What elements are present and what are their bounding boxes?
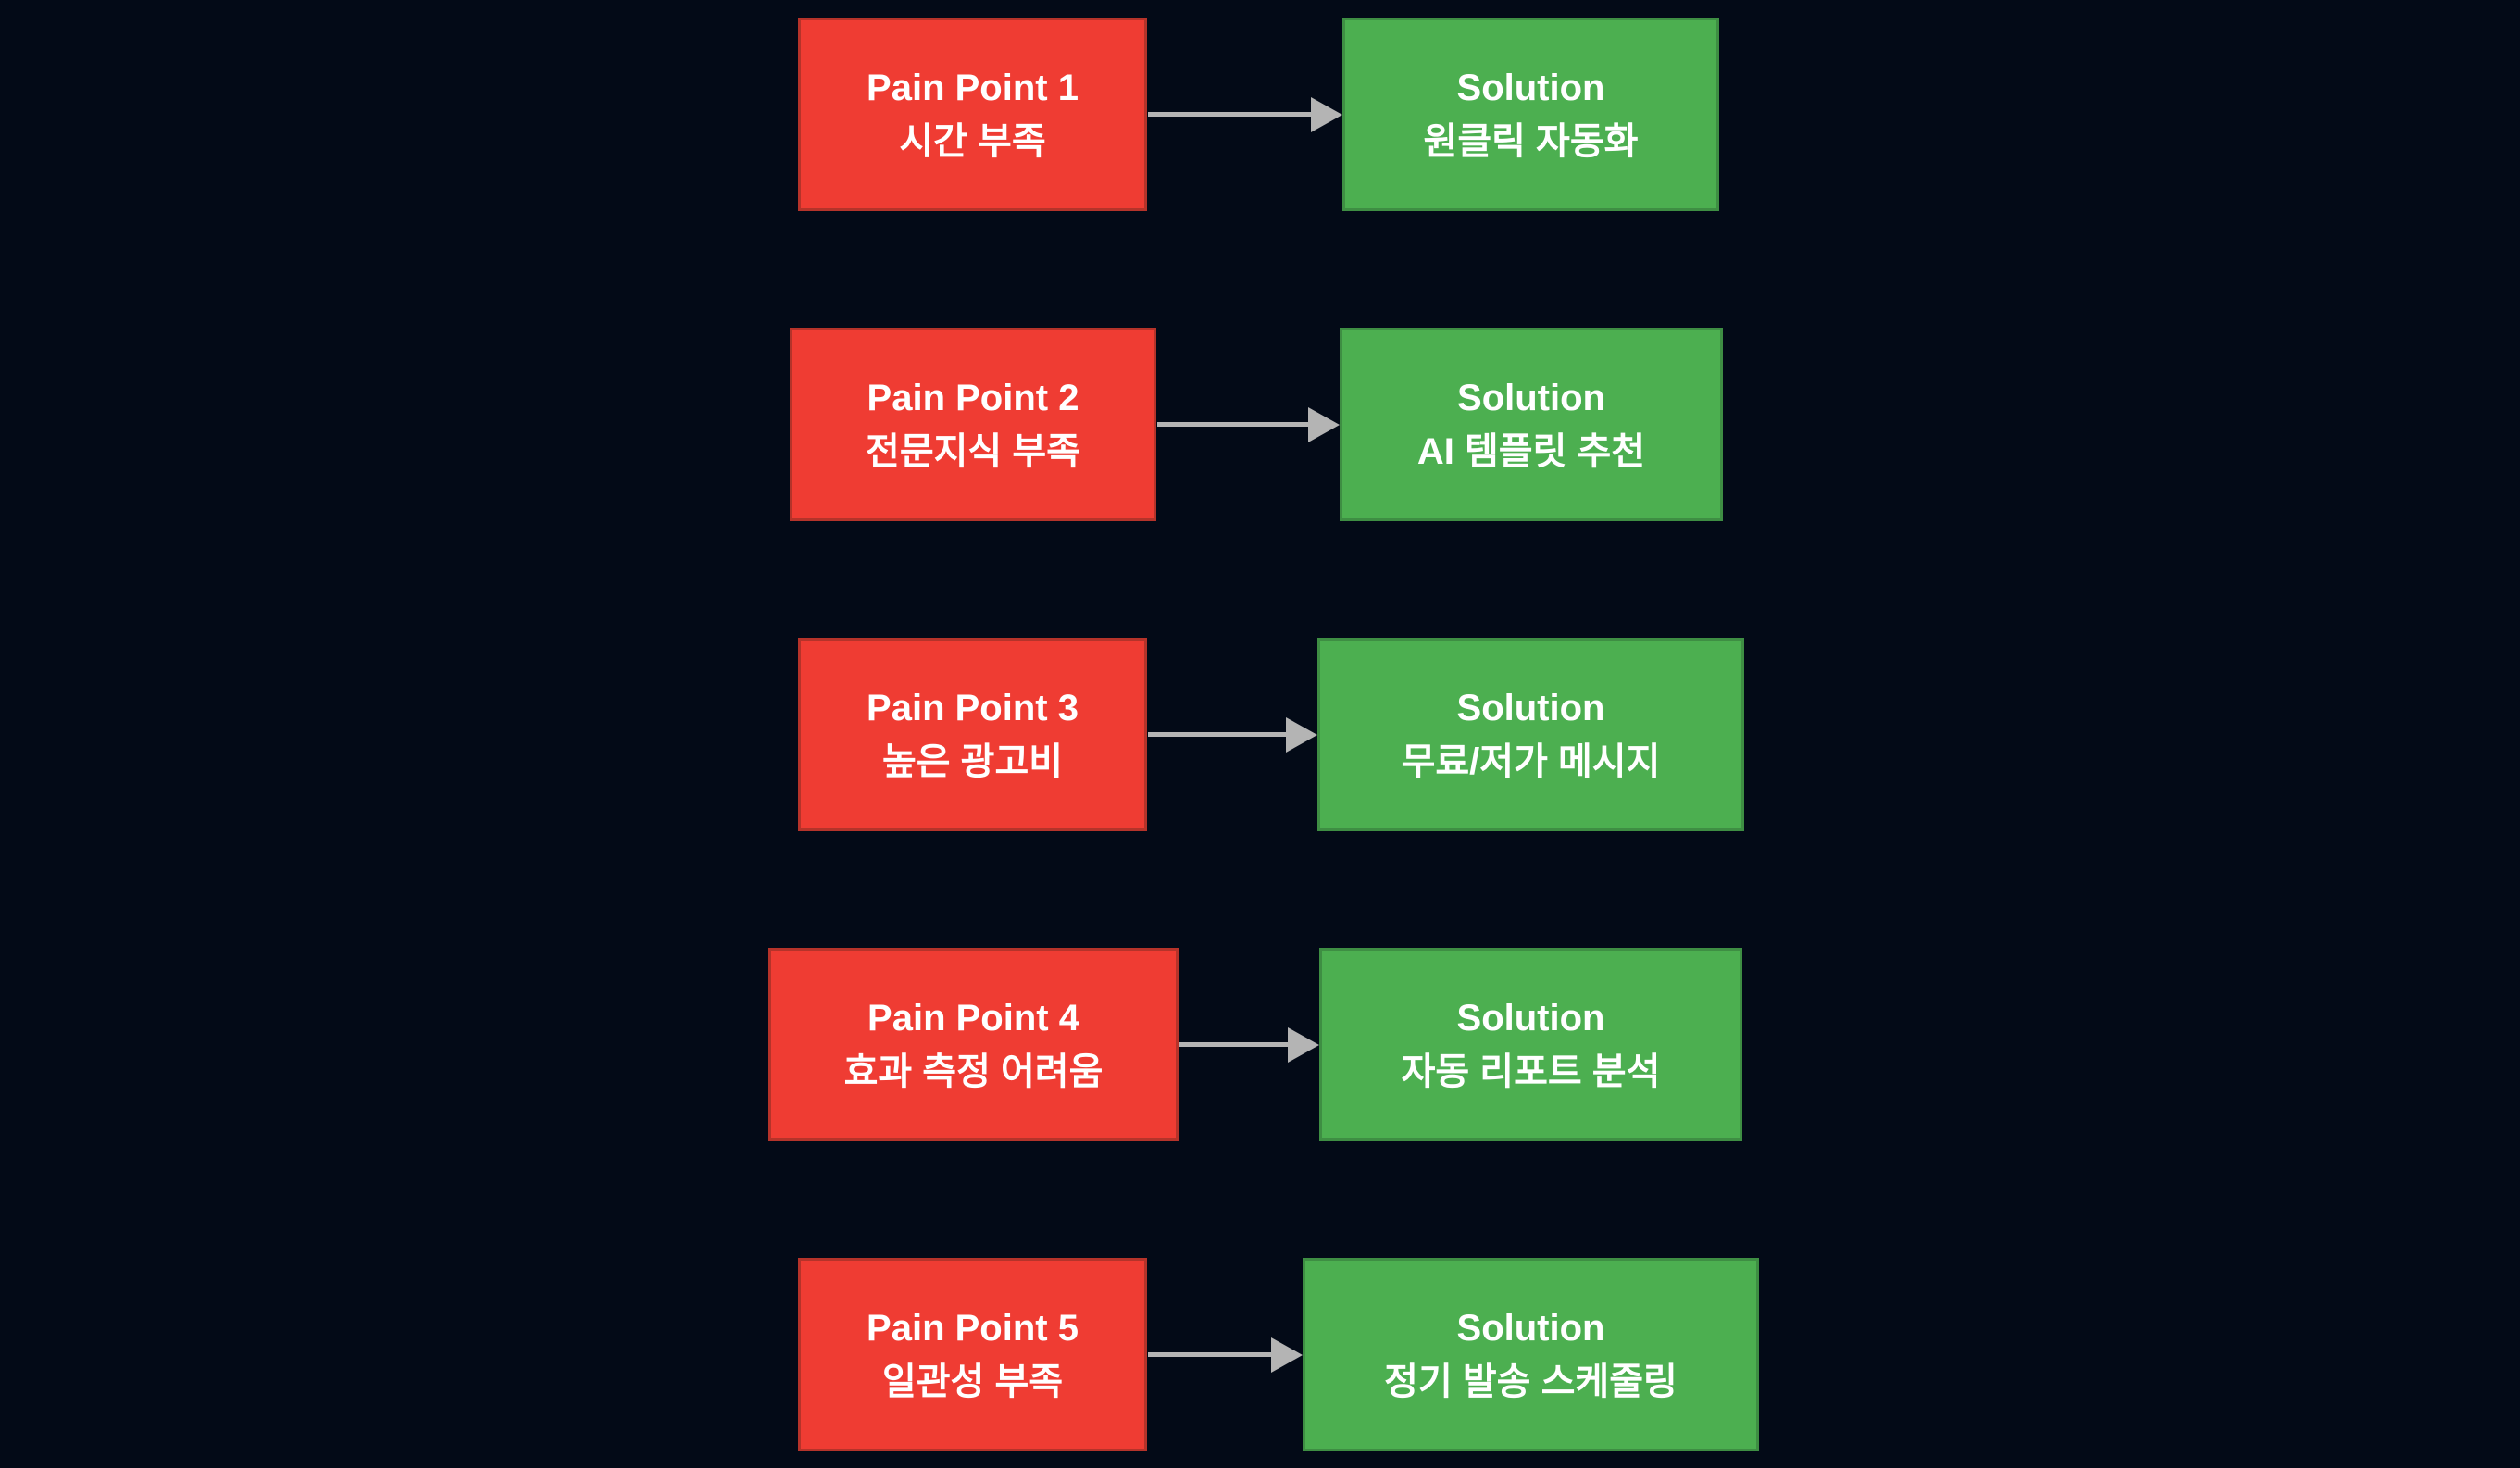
arrow-line [1157, 422, 1308, 427]
pain-point-label: 일관성 부족 [881, 1361, 1064, 1402]
mapping-row: Pain Point 5 일관성 부족 Solution 정기 발송 스케줄링 [0, 1258, 2520, 1451]
solution-label: 원클릭 자동화 [1423, 120, 1639, 162]
solution-title: Solution [1456, 997, 1605, 1039]
arrow-connector [1157, 328, 1340, 521]
pain-point-box-5: Pain Point 5 일관성 부족 [798, 1258, 1147, 1451]
solution-box-1: Solution 원클릭 자동화 [1342, 18, 1719, 211]
pain-point-box-4: Pain Point 4 효과 측정 어려움 [768, 948, 1179, 1141]
pain-point-label: 높은 광고비 [881, 740, 1064, 782]
solution-label: 자동 리포트 분석 [1401, 1051, 1661, 1092]
arrow-connector [1148, 18, 1342, 211]
arrow-line [1148, 1352, 1271, 1357]
arrowhead-icon [1271, 1337, 1303, 1373]
pain-point-title: Pain Point 2 [867, 377, 1079, 418]
pain-point-label: 효과 측정 어려움 [843, 1051, 1104, 1092]
arrowhead-icon [1286, 716, 1317, 753]
pain-point-title: Pain Point 1 [867, 67, 1079, 108]
arrowhead-icon [1288, 1026, 1319, 1063]
mapping-row: Pain Point 2 전문지식 부족 Solution AI 템플릿 추천 [0, 328, 2520, 521]
pain-point-box-1: Pain Point 1 시간 부족 [798, 18, 1147, 211]
arrow-connector [1179, 948, 1319, 1141]
mapping-row: Pain Point 3 높은 광고비 Solution 무료/저가 메시지 [0, 638, 2520, 831]
arrowhead-icon [1311, 96, 1342, 132]
mapping-row: Pain Point 1 시간 부족 Solution 원클릭 자동화 [0, 18, 2520, 211]
mapping-row: Pain Point 4 효과 측정 어려움 Solution 자동 리포트 분… [0, 948, 2520, 1141]
solution-box-3: Solution 무료/저가 메시지 [1317, 638, 1744, 831]
pain-point-box-2: Pain Point 2 전문지식 부족 [790, 328, 1156, 521]
arrow-line [1179, 1042, 1288, 1047]
solution-title: Solution [1456, 687, 1605, 728]
arrowhead-icon [1308, 406, 1340, 442]
pain-point-label: 시간 부족 [899, 120, 1046, 162]
arrow-connector [1148, 638, 1317, 831]
arrow-connector [1148, 1258, 1303, 1451]
arrow-line [1148, 112, 1311, 117]
pain-point-label: 전문지식 부족 [866, 430, 1080, 472]
pain-point-box-3: Pain Point 3 높은 광고비 [798, 638, 1147, 831]
solution-title: Solution [1456, 67, 1605, 108]
pain-point-title: Pain Point 4 [867, 997, 1079, 1039]
solution-box-2: Solution AI 템플릿 추천 [1340, 328, 1723, 521]
pain-point-title: Pain Point 3 [867, 687, 1079, 728]
solution-label: 정기 발송 스케줄링 [1384, 1361, 1678, 1402]
solution-box-4: Solution 자동 리포트 분석 [1319, 948, 1742, 1141]
solution-title: Solution [1456, 1307, 1605, 1349]
solution-label: AI 템플릿 추천 [1416, 430, 1646, 472]
solution-label: 무료/저가 메시지 [1401, 740, 1661, 782]
solution-box-5: Solution 정기 발송 스케줄링 [1303, 1258, 1759, 1451]
solution-title: Solution [1457, 377, 1605, 418]
arrow-line [1148, 732, 1286, 737]
pain-point-title: Pain Point 5 [867, 1307, 1079, 1349]
